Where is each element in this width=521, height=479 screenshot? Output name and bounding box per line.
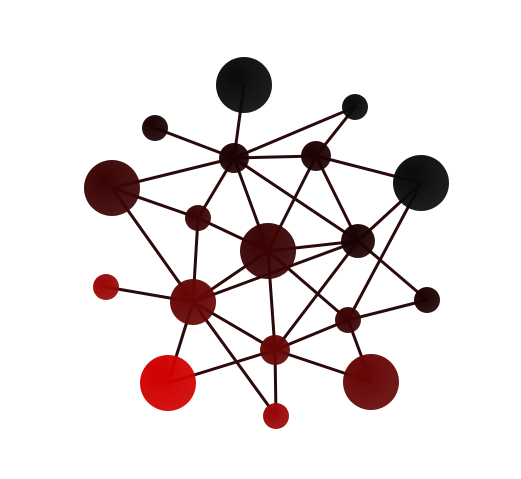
edge-top-right-small-to-hub-upper bbox=[232, 105, 357, 160]
node-lower-right-small bbox=[335, 307, 361, 333]
edge-hub-upper-to-mid-right bbox=[232, 156, 360, 243]
node-hub-upper-right bbox=[301, 141, 331, 171]
node-center-large bbox=[240, 223, 296, 279]
node-mid-right bbox=[341, 224, 375, 258]
edge-center-left-to-bottom-small bbox=[191, 300, 278, 418]
graph-nodes bbox=[84, 57, 449, 429]
node-lower-center bbox=[260, 335, 290, 365]
edge-lower-right-small-to-right-small bbox=[346, 298, 429, 322]
node-right-large bbox=[393, 155, 449, 211]
node-bottom-left-large bbox=[140, 355, 196, 411]
node-upper-left-small bbox=[142, 115, 168, 141]
node-left-small-red bbox=[93, 274, 119, 300]
node-right-small bbox=[414, 287, 440, 313]
node-hub-upper bbox=[219, 143, 249, 173]
node-center-left bbox=[170, 279, 216, 325]
node-top-large bbox=[216, 57, 272, 113]
edge-mid-right-to-lower-center bbox=[273, 239, 360, 352]
node-bottom-small bbox=[263, 403, 289, 429]
node-mid-left-small bbox=[185, 205, 211, 231]
node-bottom-right-large bbox=[343, 354, 399, 410]
node-left-large bbox=[84, 160, 140, 216]
node-top-right-small bbox=[342, 94, 368, 120]
graph-edges bbox=[104, 83, 429, 418]
